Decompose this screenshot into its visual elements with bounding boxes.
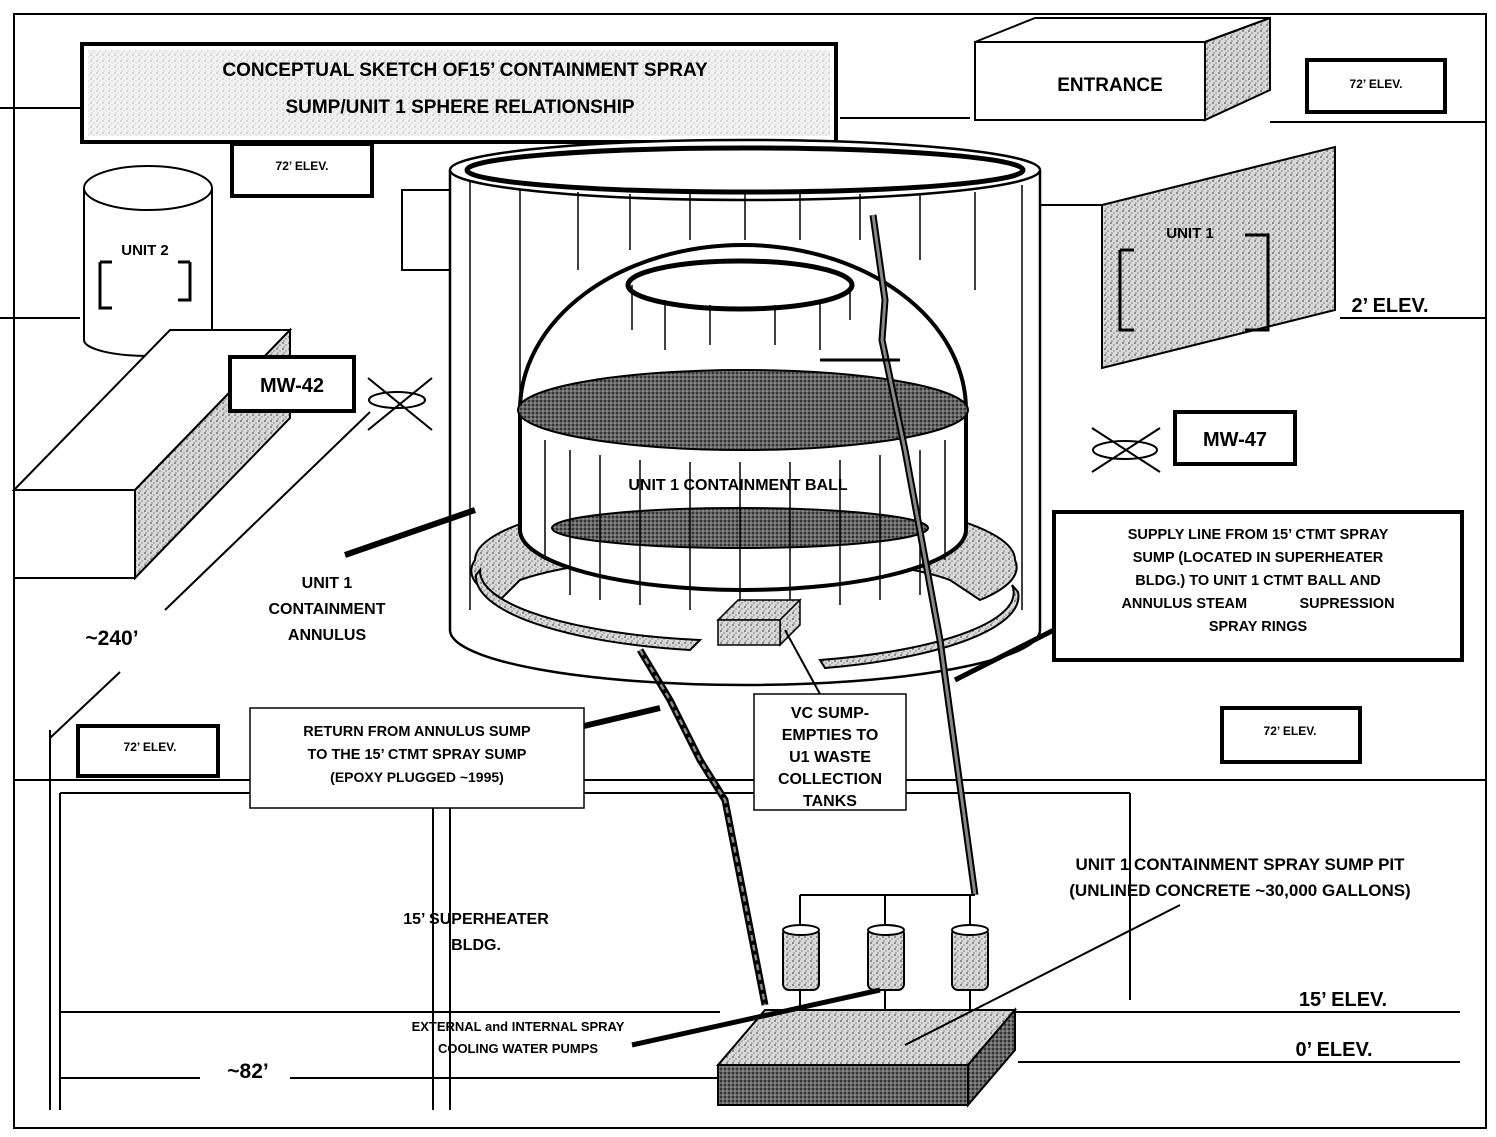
sump-pit <box>715 1007 1018 1108</box>
dimension-240-line-upper <box>164 411 371 611</box>
dimension-240-label: ~240’ <box>85 627 138 650</box>
pumps-leader <box>631 987 881 1048</box>
annulus-leader <box>344 507 476 558</box>
supply-pipe-highlight <box>871 214 977 896</box>
title-line-1: CONCEPTUAL SKETCH OF15’ CONTAINMENT SPRA… <box>222 60 708 81</box>
pump-1-icon <box>782 924 820 991</box>
supply-callout-line-5: SPRAY RINGS <box>1209 619 1308 635</box>
vc-sump-line-4: COLLECTION <box>778 771 882 788</box>
return-pipe-highlight <box>638 649 767 1006</box>
annulus-label-2: CONTAINMENT <box>268 601 385 618</box>
unit2-cylinder <box>83 165 213 357</box>
unit1-building <box>1101 145 1336 370</box>
elev-72-box-topleft <box>230 142 374 198</box>
vc-sump-line-3: U1 WASTE <box>789 749 871 766</box>
return-callout-box <box>249 707 585 809</box>
mw47-box <box>1173 410 1297 466</box>
superheater-label-1: 15’ SUPERHEATER <box>403 911 549 928</box>
unit2-label: UNIT 2 <box>121 242 169 259</box>
dimension-82-label: ~82’ <box>227 1060 268 1083</box>
vc-sump-callout-leader <box>784 629 821 695</box>
return-callout-leader <box>583 705 661 729</box>
annulus-label-3: ANNULUS <box>288 627 367 644</box>
pumps-line-2: COOLING WATER PUMPS <box>438 1041 598 1056</box>
pump-header <box>799 894 975 1015</box>
elev-72-label-left: 72’ ELEV. <box>124 740 177 754</box>
title-box <box>80 42 838 144</box>
elev-0-label: 0’ ELEV. <box>1295 1039 1372 1061</box>
elev-15-label: 15’ ELEV. <box>1299 989 1387 1011</box>
supply-callout-box <box>1052 510 1464 662</box>
mw47-label: MW-47 <box>1203 429 1267 451</box>
mw42-label: MW-42 <box>260 375 324 397</box>
entrance-label: ENTRANCE <box>1057 75 1163 96</box>
vc-sump-callout-box <box>753 693 907 811</box>
mw47-well-icon <box>1091 427 1161 473</box>
unit1-building-label: UNIT 1 <box>1166 225 1214 242</box>
annulus-label-1: UNIT 1 <box>302 575 353 592</box>
return-pipe <box>636 648 769 1006</box>
supply-callout-line-1: SUPPLY LINE FROM 15’ CTMT SPRAY <box>1128 527 1389 543</box>
return-callout-line-3: (EPOXY PLUGGED ~1995) <box>330 769 504 785</box>
vc-sump-line-2: EMPTIES TO <box>782 727 879 744</box>
entrance-building <box>974 16 1271 122</box>
mw42-well-icon <box>367 377 433 431</box>
elev-2-label: 2’ ELEV. <box>1351 295 1428 317</box>
mw42-box <box>228 355 356 413</box>
elev-72-box-left <box>76 724 220 778</box>
vc-sump-line-1: VC SUMP- <box>791 705 869 722</box>
return-callout-line-2: TO THE 15’ CTMT SPRAY SUMP <box>308 747 527 763</box>
supply-callout-line-2: SUMP (LOCATED IN SUPERHEATER <box>1133 550 1384 566</box>
elev-72-label-right: 72’ ELEV. <box>1264 724 1317 738</box>
sump-pit-line-2: (UNLINED CONCRETE ~30,000 GALLONS) <box>1069 881 1410 900</box>
pumps-line-1: EXTERNAL and INTERNAL SPRAY <box>412 1019 625 1034</box>
vc-sump-box <box>716 598 802 647</box>
sump-pit-line-1: UNIT 1 CONTAINMENT SPRAY SUMP PIT <box>1075 855 1405 874</box>
elev-72-box-topright <box>1305 58 1447 114</box>
dimension-240-line-lower <box>49 671 121 739</box>
pump-2-icon <box>867 924 905 991</box>
title-line-2: SUMP/UNIT 1 SPHERE RELATIONSHIP <box>285 97 634 118</box>
supply-callout-leader <box>953 627 1056 683</box>
ground-lines <box>0 107 1486 1110</box>
superheater-label-2: BLDG. <box>451 937 501 954</box>
supply-callout-line-4: ANNULUS STEAM SUPRESSION <box>1121 596 1394 612</box>
vc-sump-line-5: TANKS <box>803 793 857 810</box>
elev-72-box-right <box>1220 706 1362 764</box>
elev-72-label-topright: 72’ ELEV. <box>1350 77 1403 91</box>
return-callout-line-1: RETURN FROM ANNULUS SUMP <box>303 724 531 740</box>
sump-pit-leader <box>904 904 1181 1046</box>
elev-72-label-topleft: 72’ ELEV. <box>276 159 329 173</box>
containment-ball-label: UNIT 1 CONTAINMENT BALL <box>628 477 847 494</box>
containment-ball <box>517 243 969 610</box>
supply-callout-line-3: BLDG.) TO UNIT 1 CTMT BALL AND <box>1135 573 1380 589</box>
pump-3-icon <box>951 924 989 991</box>
